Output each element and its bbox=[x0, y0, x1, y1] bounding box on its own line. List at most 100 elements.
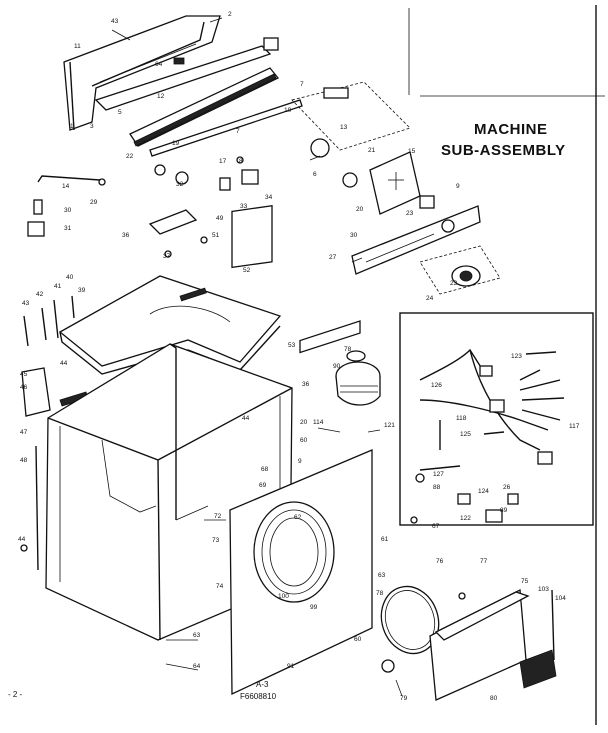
callout-number: 68 bbox=[261, 466, 269, 473]
callout-number: 60 bbox=[300, 437, 308, 444]
callout-number: 121 bbox=[384, 422, 395, 429]
callout-number: 61 bbox=[381, 536, 389, 543]
callout-number: 46 bbox=[20, 384, 28, 391]
callout-number: 44 bbox=[18, 536, 26, 543]
callout-number: 114 bbox=[313, 419, 324, 426]
callout-number: 44 bbox=[60, 360, 68, 367]
callout-number: 43 bbox=[111, 18, 119, 25]
callout-number: 99 bbox=[310, 604, 318, 611]
callout-number: 22 bbox=[126, 153, 134, 160]
callout-number: 77 bbox=[480, 558, 488, 565]
callout-number: 124 bbox=[478, 488, 489, 495]
callout-number: 11 bbox=[74, 43, 81, 50]
callout-number: 9 bbox=[456, 183, 460, 190]
callout-number: 52 bbox=[243, 267, 251, 274]
callout-number: 42 bbox=[36, 291, 44, 298]
control-bracket-plate bbox=[291, 81, 435, 215]
callout-number: 44 bbox=[242, 415, 250, 422]
leader-lines bbox=[111, 17, 403, 697]
callout-number: 39 bbox=[78, 287, 86, 294]
callout-number: 33 bbox=[240, 203, 248, 210]
callout-number: 53 bbox=[288, 342, 296, 349]
callout-number: 3 bbox=[90, 123, 94, 130]
page-mark: - 2 - bbox=[8, 690, 23, 699]
console-escutcheon bbox=[351, 205, 481, 275]
callout-number: 90 bbox=[333, 363, 341, 370]
callout-number: 37 bbox=[163, 253, 171, 260]
callout-number: 15 bbox=[408, 148, 416, 155]
control-panel-strips bbox=[94, 45, 303, 157]
callout-number: 26 bbox=[503, 484, 511, 491]
callout-number: 7 bbox=[300, 81, 304, 88]
callout-number: 10 bbox=[284, 107, 292, 114]
lid-switch-parts bbox=[27, 175, 106, 237]
knob bbox=[419, 245, 501, 295]
callout-number: 60 bbox=[354, 636, 362, 643]
small-switch-parts bbox=[154, 37, 279, 191]
callout-number: 34 bbox=[265, 194, 273, 201]
callout-number: 43 bbox=[22, 300, 30, 307]
callout-number: 7 bbox=[236, 128, 240, 135]
drawing-number: F6608810 bbox=[240, 692, 277, 701]
callout-number: 62 bbox=[294, 514, 302, 521]
callout-number: 41 bbox=[54, 283, 62, 290]
callout-number: 64 bbox=[193, 663, 201, 670]
callout-number: 63 bbox=[193, 632, 201, 639]
callout-number: 127 bbox=[433, 471, 444, 478]
callout-number: 6 bbox=[313, 171, 317, 178]
title-line-1: MACHINE bbox=[474, 121, 548, 138]
callout-number: 21 bbox=[368, 147, 376, 154]
callout-number: 49 bbox=[216, 215, 224, 222]
callout-number: 30 bbox=[350, 232, 358, 239]
callout-number: 40 bbox=[66, 274, 74, 281]
callout-number: 88 bbox=[433, 484, 441, 491]
callout-number: 30 bbox=[64, 207, 72, 214]
callout-number: 78 bbox=[344, 346, 352, 353]
callout-number: 23 bbox=[450, 280, 458, 287]
callout-number: 76 bbox=[436, 558, 444, 565]
callout-number: 19 bbox=[172, 140, 180, 147]
callout-number: 103 bbox=[538, 586, 549, 593]
hinge-parts bbox=[148, 205, 273, 269]
callout-number: 80 bbox=[490, 695, 498, 702]
callout-number: 67 bbox=[432, 523, 440, 530]
callout-number: 123 bbox=[511, 353, 522, 360]
callout-number: 5 bbox=[118, 109, 122, 116]
callout-number: 72 bbox=[214, 513, 222, 520]
callout-number: 2 bbox=[228, 11, 232, 18]
callout-number: 89 bbox=[500, 507, 508, 514]
callout-number: 12 bbox=[157, 93, 165, 100]
callout-number: 17 bbox=[219, 158, 227, 165]
callout-number: 126 bbox=[431, 382, 442, 389]
door-gasket bbox=[380, 585, 440, 655]
transmission-part bbox=[335, 350, 381, 406]
callout-number: 79 bbox=[400, 695, 408, 702]
callout-number: 23 bbox=[406, 210, 414, 217]
callout-number: 36 bbox=[302, 381, 310, 388]
page-frame-lines bbox=[408, 5, 605, 725]
callout-number: 100 bbox=[278, 593, 289, 600]
callout-number: 31 bbox=[64, 225, 72, 232]
callout-number: 69 bbox=[259, 482, 267, 489]
callout-number: 64 bbox=[155, 61, 163, 68]
callout-number: 125 bbox=[460, 431, 471, 438]
callout-number: 13 bbox=[340, 124, 348, 131]
callout-number: 78 bbox=[376, 590, 384, 597]
callout-number: 118 bbox=[456, 415, 467, 422]
left-fasteners bbox=[21, 295, 89, 417]
callout-number: 24 bbox=[426, 295, 434, 302]
section-code: A-3 bbox=[256, 680, 269, 689]
callout-number: 48 bbox=[20, 457, 28, 464]
callout-number: 8 bbox=[239, 158, 243, 165]
callout-number: 45 bbox=[20, 371, 28, 378]
callout-number: 32 bbox=[176, 181, 184, 188]
callout-number: 36 bbox=[122, 232, 130, 239]
callout-number: 1 bbox=[70, 123, 74, 130]
callout-number: 73 bbox=[212, 537, 220, 544]
callout-number: 74 bbox=[216, 583, 224, 590]
callout-number: 27 bbox=[329, 254, 337, 261]
console-back-panel bbox=[63, 15, 221, 131]
callout-number: 91 bbox=[287, 663, 295, 670]
